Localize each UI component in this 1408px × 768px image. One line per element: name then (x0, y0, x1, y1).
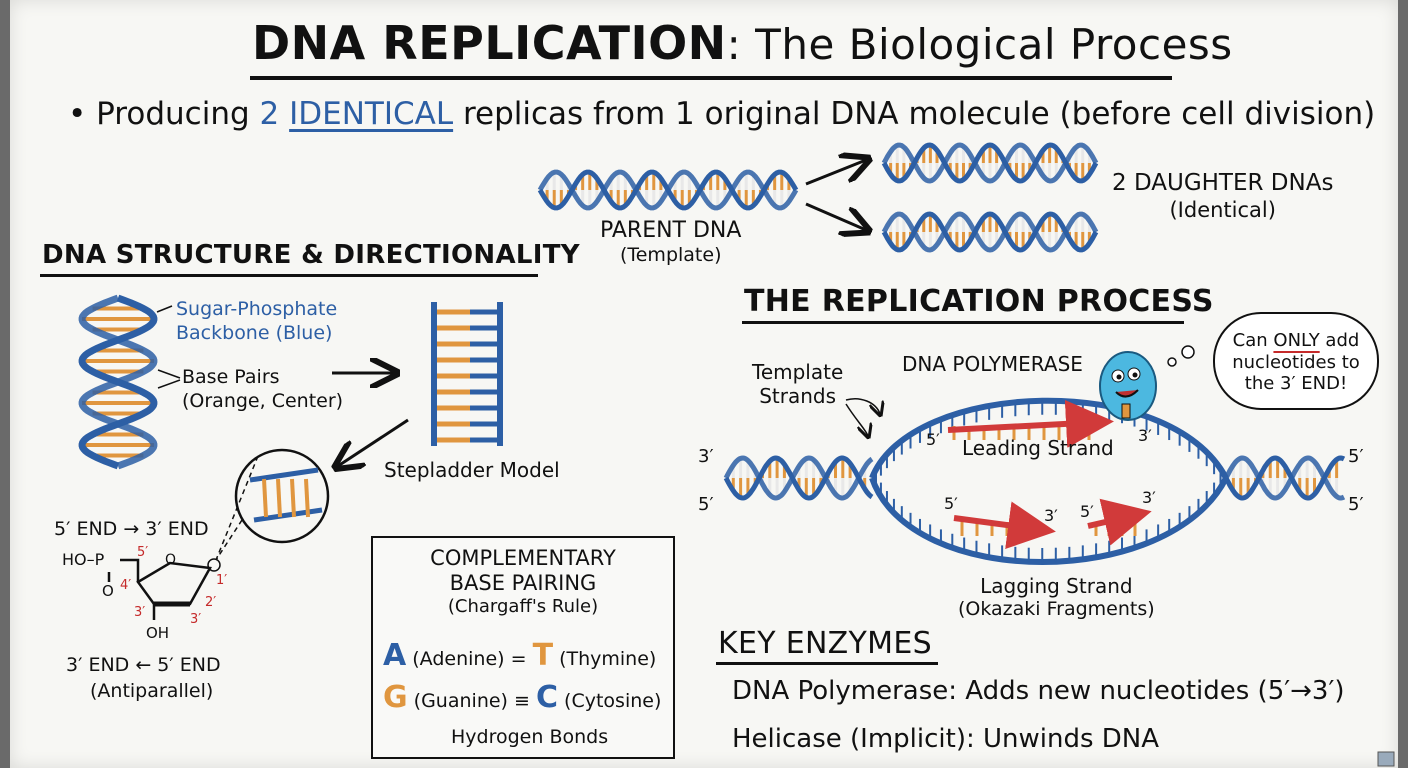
replication-bubble (723, 397, 1346, 565)
page-title: DNA REPLICATION: The Biological Process (252, 16, 1233, 70)
complementary-pairing-box: COMPLEMENTARY BASE PAIRING (Chargaff's R… (371, 536, 675, 759)
process-heading: THE REPLICATION PROCESS (744, 284, 1214, 319)
carbon-3-label: 3′ (134, 605, 146, 620)
ho-p-label: HO–P (62, 550, 105, 569)
dna-polymerase-icon (1099, 351, 1157, 421)
leading-strand-arrow (947, 399, 1114, 448)
carbon-2-label: 2′ (205, 595, 217, 610)
ring-o-label: O (165, 552, 177, 568)
deoxyribose-ring (107, 558, 221, 620)
structure-heading: DNA STRUCTURE & DIRECTIONALITY (42, 240, 580, 270)
leader-base-pairs-1 (157, 369, 181, 379)
lagging-fragment-2-arrow (1087, 498, 1152, 546)
carbon-5-label: 5′ (137, 545, 149, 560)
arrow-to-daughter-top (805, 160, 866, 186)
carbon-4-label: 4′ (120, 578, 132, 593)
structure-heading-underline (40, 274, 538, 277)
title-rest: : The Biological Process (726, 20, 1233, 69)
title-underline (250, 76, 1172, 80)
lagging-strand-label: Lagging Strand (Okazaki Fragments) (958, 574, 1155, 620)
template-strands-arrow (845, 398, 880, 414)
thought-dot-1 (1167, 357, 1177, 367)
zoom-dash-2 (215, 455, 259, 561)
parent-dna-label: PARENT DNA (Template) (600, 218, 742, 267)
arrow-to-daughter-bottom (805, 202, 866, 230)
end-left-bottom: 5′ (698, 494, 714, 515)
polymerase-label: DNA POLYMERASE (902, 352, 1083, 376)
end-right-top: 5′ (1348, 446, 1364, 467)
zoom-circle (234, 448, 330, 544)
pair-g-c: G (Guanine) ≡ C (Cytosine) (383, 680, 662, 715)
end-right-bottom: 5′ (1348, 494, 1364, 515)
backbone-label: Sugar-Phosphate Backbone (Blue) (176, 298, 338, 344)
diagram-artwork (78, 142, 1395, 767)
oh-label: OH (146, 624, 170, 642)
leader-base-pairs-2 (157, 379, 181, 389)
lagging1-5-end: 5′ (944, 494, 958, 513)
carbon-1-label: 1′ (216, 573, 228, 588)
end-left-top: 3′ (698, 446, 714, 467)
corner-sticker (1377, 751, 1395, 767)
subtitle-number: 2 (259, 96, 280, 132)
subtitle: • Producing 2 IDENTICAL replicas from 1 … (68, 96, 1376, 132)
thought-bubble: Can ONLY add nucleotides to the 3′ END! (1213, 312, 1379, 410)
pair-a-t: A (Adenine) = T (Thymine) (383, 638, 657, 673)
lagging2-3-end: 3′ (1142, 488, 1156, 507)
antiparallel-label: (Antiparallel) (90, 680, 214, 702)
base-pairs-label: Base Pairs (Orange, Center) (182, 366, 344, 412)
arrow-to-zoom (338, 418, 409, 466)
stepladder-model (431, 302, 503, 446)
phosphate-o-label: O (102, 582, 114, 600)
bullet-icon: • (68, 96, 87, 132)
direction-label-bottom: 3′ END ← 5′ END (66, 654, 221, 676)
carbon-3b-label: 3′ (190, 612, 202, 627)
stepladder-label: Stepladder Model (384, 458, 560, 482)
process-heading-underline (742, 321, 1184, 324)
daughter-dna-helix-bottom (881, 211, 1099, 253)
parent-dna-helix (537, 169, 799, 211)
daughter-dna-helix-top (881, 142, 1099, 184)
box-title: COMPLEMENTARY BASE PAIRING (Chargaff's R… (430, 546, 616, 618)
enzyme-line-helicase: Helicase (Implicit): Unwinds DNA (732, 724, 1160, 754)
daughter-dna-label: 2 DAUGHTER DNAs (Identical) (1112, 170, 1334, 222)
enzymes-heading: KEY ENZYMES (718, 626, 932, 661)
whiteboard: DNA REPLICATION: The Biological Process … (10, 0, 1398, 768)
subtitle-emphasis: IDENTICAL (289, 96, 454, 132)
enzyme-line-polymerase: DNA Polymerase: Adds new nucleotides (5′… (732, 676, 1345, 706)
title-main: DNA REPLICATION (252, 16, 727, 70)
leading-5-end: 5′ (926, 430, 940, 449)
leading-strand-label: Leading Strand (962, 436, 1114, 460)
lagging1-3-end: 3′ (1044, 506, 1058, 525)
thought-dot-2 (1181, 345, 1195, 359)
template-strands-label: Template Strands (752, 360, 844, 408)
lagging-fragment-1-arrow (953, 501, 1056, 550)
template-strands-arrow-2 (845, 403, 868, 436)
enzymes-heading-underline (716, 662, 938, 665)
leading-3-end: 3′ (1138, 426, 1152, 445)
zoom-ladder (249, 467, 323, 523)
direction-label-top: 5′ END → 3′ END (54, 518, 209, 540)
hydrogen-bonds-label: Hydrogen Bonds (451, 726, 609, 748)
vertical-double-helix (78, 294, 158, 470)
lagging2-5-end: 5′ (1080, 502, 1094, 521)
zoom-dash-1 (215, 519, 243, 561)
leader-backbone (156, 305, 173, 313)
